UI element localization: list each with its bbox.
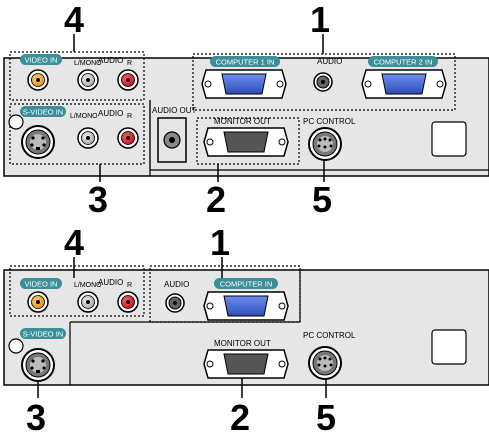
video-in-tag — [20, 54, 62, 65]
callout-2-top: 2 — [206, 179, 226, 220]
r-label-2: R — [127, 113, 132, 120]
l-mono-label: L/MONO — [74, 60, 102, 67]
callout-3-bottom: 3 — [26, 397, 46, 438]
computer-in-tag-bottom — [214, 278, 278, 289]
callout-1-top: 1 — [310, 0, 330, 40]
monitor-out-label: MONITOR OUT — [214, 117, 271, 126]
callout-4-top: 4 — [64, 0, 84, 40]
pc-control-label-bottom: PC CONTROL — [303, 331, 356, 340]
callout-3-top: 3 — [88, 179, 108, 220]
bottom-panel: VIDEO IN L/MONO AUDIO R AUDIO COMPUTER I… — [3, 265, 489, 386]
monitor-out-label-bottom: MONITOR OUT — [214, 339, 271, 348]
group-4-outline — [9, 51, 145, 101]
callout-5-bottom: 5 — [316, 397, 336, 438]
computer1-in-label: COMPUTER 1 IN — [216, 58, 275, 67]
computer-in-label-bottom: COMPUTER IN — [220, 280, 273, 289]
s-video-in-label: S-VIDEO IN — [23, 108, 63, 117]
s-video-in-tag-bottom — [20, 328, 66, 339]
group-1-outline-bottom — [149, 265, 301, 323]
computer2-in-tag — [368, 56, 438, 67]
group-1-outline — [192, 53, 456, 111]
audio-label: AUDIO — [98, 56, 123, 65]
audio-out-label: AUDIO OUT — [152, 106, 197, 115]
callout-2-bottom: 2 — [230, 397, 250, 438]
audio-label-2: AUDIO — [98, 109, 123, 118]
computer2-in-label: COMPUTER 2 IN — [374, 58, 433, 67]
s-video-in-label-bottom: S-VIDEO IN — [23, 330, 63, 339]
group-2-outline — [196, 117, 300, 165]
callout-4-bottom: 4 — [64, 222, 84, 263]
l-mono-label-bottom: L/MONO — [74, 282, 102, 289]
video-in-tag-bottom — [20, 278, 62, 289]
audio-label-bottom: AUDIO — [98, 278, 123, 287]
s-video-in-tag — [20, 106, 66, 117]
pc-control-label: PC CONTROL — [303, 117, 356, 126]
r-label-bottom: R — [127, 282, 132, 289]
callout-5-top: 5 — [312, 179, 332, 220]
top-panel: VIDEO IN L/MONO AUDIO R S-VIDEO IN L/MON… — [3, 51, 489, 177]
computer1-in-tag — [210, 56, 280, 67]
security-slot — [431, 121, 467, 157]
group-3-outline — [9, 103, 145, 165]
video-in-label: VIDEO IN — [25, 56, 58, 65]
r-label: R — [127, 60, 132, 67]
audio-center-label: AUDIO — [317, 57, 342, 66]
callout-1-bottom: 1 — [210, 222, 230, 263]
audio-computer-label-bottom: AUDIO — [164, 280, 189, 289]
security-slot-bottom — [431, 329, 467, 365]
video-in-label-bottom: VIDEO IN — [25, 280, 58, 289]
l-mono-label-2: L/MONO — [70, 113, 98, 120]
s-video-pointer-dot — [8, 114, 24, 130]
